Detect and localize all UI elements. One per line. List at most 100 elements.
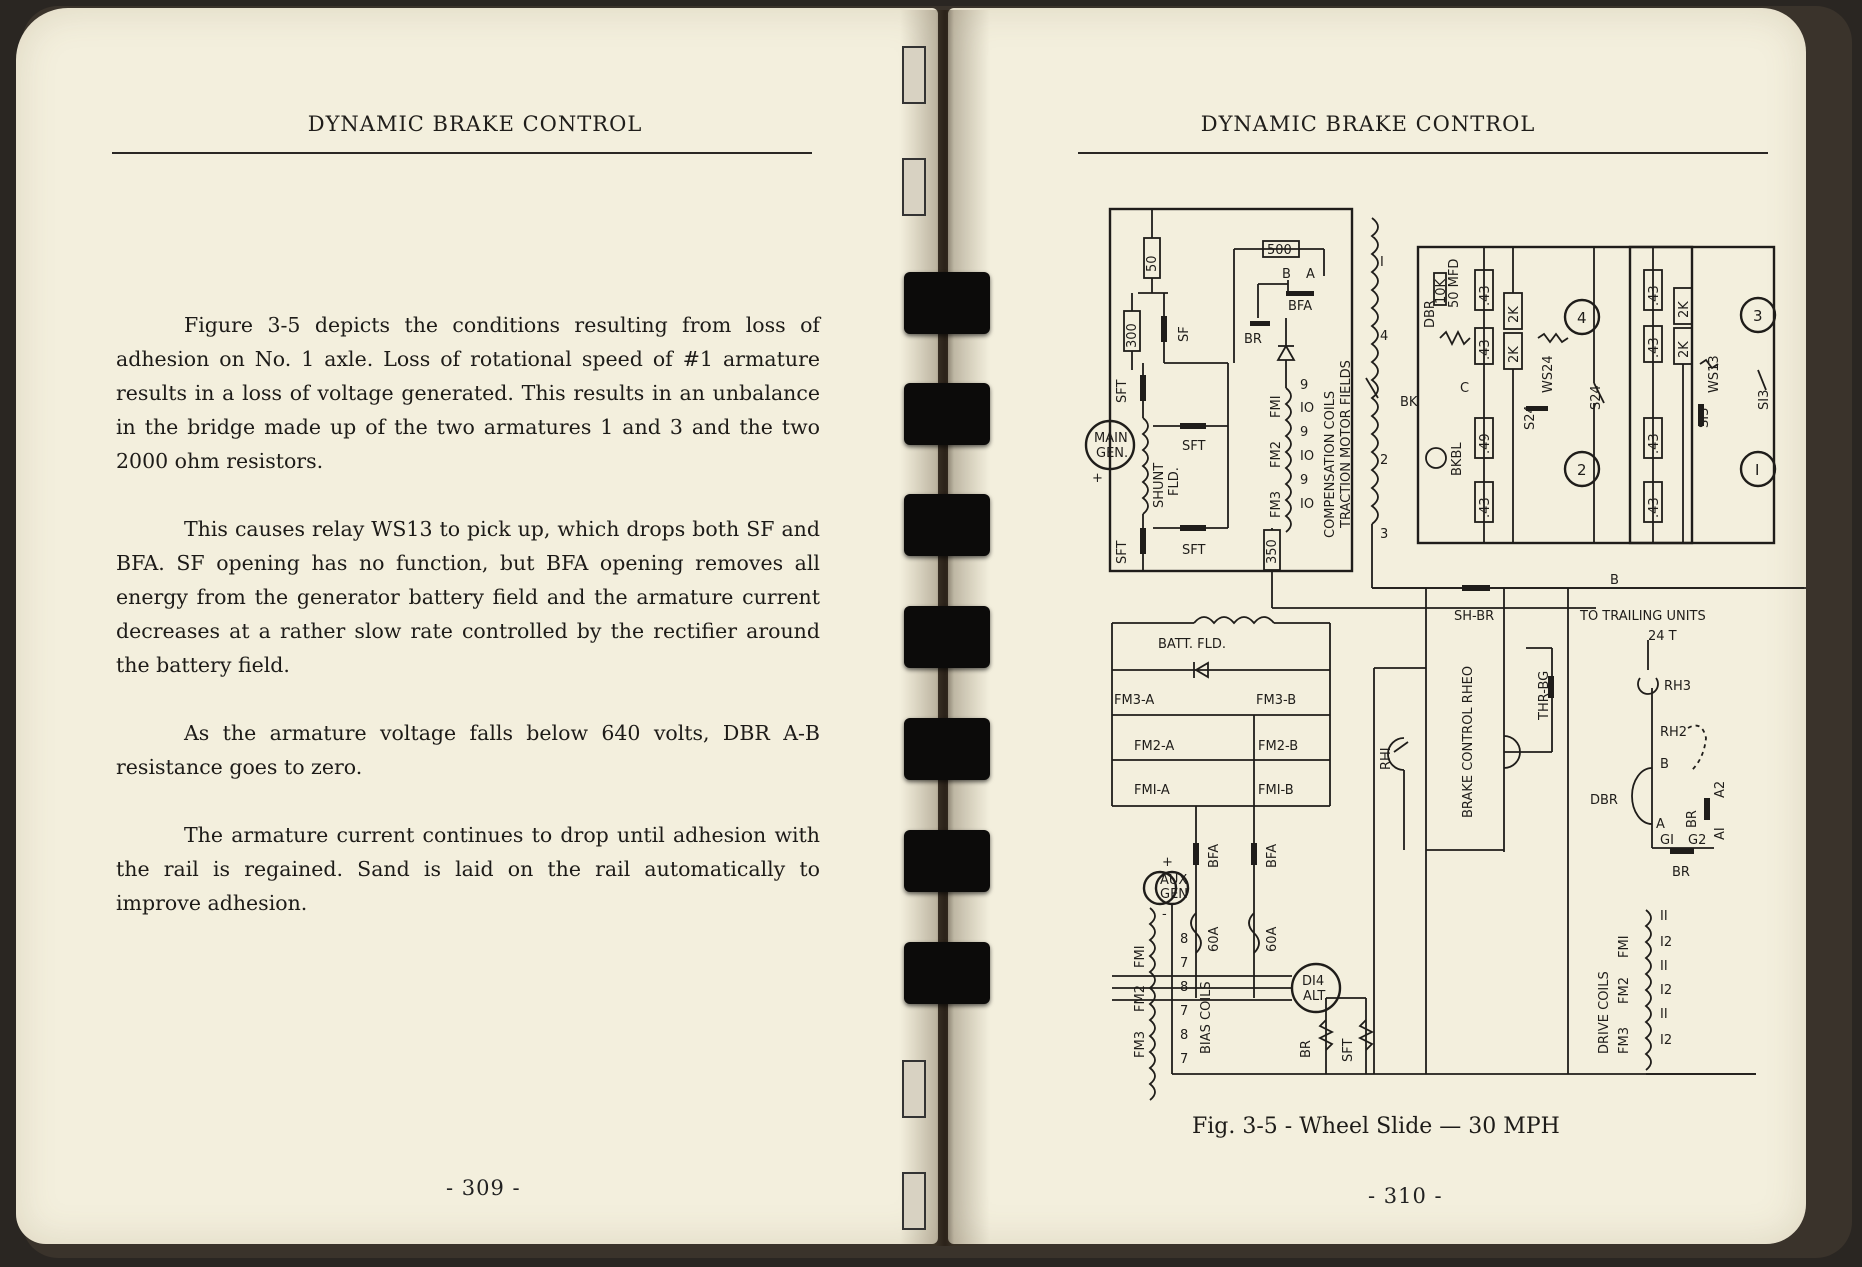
label-n11c: II <box>1660 1007 1668 1022</box>
armature-2 <box>1563 450 1601 488</box>
paragraph-3: As the armature voltage falls below 640 … <box>116 721 820 779</box>
spiral-binding-ring <box>904 942 990 1004</box>
label-c9b: 9 <box>1300 425 1308 440</box>
label-tm4: 4 <box>1380 329 1388 344</box>
spiral-binding-ring <box>904 383 990 445</box>
label-n12b: I2 <box>1660 983 1672 998</box>
label-s13b: SI3 <box>1757 390 1772 410</box>
label-fm2a: FM2-A <box>1134 739 1174 754</box>
label-60a-l: 60A <box>1207 926 1222 952</box>
label-sft-mid: SFT <box>1182 439 1206 454</box>
label-bkbl: BKBL <box>1450 442 1465 476</box>
label-c10b: IO <box>1300 449 1314 464</box>
spiral-binding-ring <box>904 718 990 780</box>
label-trailing: TO TRAILING UNITS <box>1579 609 1706 624</box>
drive-coils-coil <box>1644 909 1652 1071</box>
label-drive: DRIVE COILS <box>1597 971 1612 1054</box>
label-br-bot: BR <box>1672 865 1690 880</box>
label-n8b: 8 <box>1180 980 1188 995</box>
label-fm3b: FM3-B <box>1256 693 1296 708</box>
label-r43e: .43 <box>1647 337 1662 358</box>
label-n7a: 7 <box>1180 956 1188 971</box>
aux-generator <box>1142 870 1178 906</box>
label-ws13: WS13 <box>1707 355 1722 393</box>
label-sft-top: SFT <box>1115 379 1130 403</box>
br-contact <box>1704 798 1710 820</box>
label-fm1: FMI <box>1269 395 1284 418</box>
label-bus-b: B <box>1610 573 1619 588</box>
bias-drive-schematic: AUX GEN + - 8 7 8 7 8 7 FMI FM2 FM3 BIAS… <box>1133 855 1756 1101</box>
label-rh1: RHI <box>1379 747 1394 770</box>
label-bfa-top: BFA <box>1288 299 1312 314</box>
label-fm3-bias: FM3 <box>1133 1031 1148 1058</box>
label-2ka: 2K <box>1507 306 1522 323</box>
label-n7b: 7 <box>1180 1004 1188 1019</box>
label-fm1-bias: FMI <box>1133 945 1148 968</box>
dbr-control: RH3 RH2 B DBR A BR A2 AI GI G2 BR <box>1590 640 1728 880</box>
label-g1: GI <box>1660 833 1674 848</box>
label-fm1-drive: FMI <box>1617 935 1632 958</box>
label-fm2-drive: FM2 <box>1617 977 1632 1004</box>
sft-resistor <box>1357 1019 1375 1051</box>
label-a3: A <box>1656 817 1665 832</box>
label-b: B <box>1282 267 1291 282</box>
label-24t: 24 T <box>1648 629 1677 644</box>
label-rh3: RH3 <box>1664 679 1691 694</box>
brake-control-rheostat: RHI BRAKE CONTROL RHEO THR-BG <box>1373 588 1569 1074</box>
label-tm2: 2 <box>1380 453 1388 468</box>
label-fm2-bias: FM2 <box>1133 985 1148 1012</box>
label-n12c: I2 <box>1660 1033 1672 1048</box>
label-thr-bg: THR-BG <box>1537 671 1552 721</box>
label-r43b: .43 <box>1478 339 1493 360</box>
binding-ring-light <box>902 1060 926 1118</box>
dbr-rheostat <box>1631 767 1653 825</box>
label-plus: + <box>1092 471 1103 486</box>
sf-contact <box>1161 316 1167 342</box>
binding-ring-light <box>902 46 926 104</box>
label-sh-br: SH-BR <box>1454 609 1494 624</box>
ws13-coil <box>1699 358 1719 370</box>
label-aux: AUX <box>1160 873 1187 888</box>
binding-ring-light <box>902 158 926 216</box>
armature-1 <box>1739 450 1777 488</box>
page-number-left: - 309 - <box>446 1176 521 1200</box>
label-n8c: 8 <box>1180 1028 1188 1043</box>
label-arm2: 2 <box>1577 461 1587 479</box>
label-c9a: 9 <box>1300 378 1308 393</box>
label-60a-r: 60A <box>1265 926 1280 952</box>
label-n7c: 7 <box>1180 1052 1188 1067</box>
label-plus2: + <box>1162 855 1173 870</box>
label-gen: GEN. <box>1096 446 1128 461</box>
spiral-binding-ring <box>904 272 990 334</box>
label-r50: 50 <box>1145 255 1160 272</box>
d14-alternator <box>1290 962 1342 1014</box>
dbr-resistor <box>1439 329 1471 347</box>
label-tm3: 3 <box>1380 527 1388 542</box>
label-r49: .49 <box>1478 433 1493 454</box>
label-br-bot2: BR <box>1299 1040 1314 1058</box>
label-comp-coils: COMPENSATION COILS <box>1323 391 1338 538</box>
running-head-left: DYNAMIC BRAKE CONTROL <box>307 112 643 136</box>
bridge-armatures-2-4: DBR 10K 50 MFD C BKBL .43 .43 .49 .43 2K… <box>1416 245 1694 545</box>
label-10k: 10K <box>1434 278 1449 304</box>
label-brake-rheo: BRAKE CONTROL RHEO <box>1461 666 1476 818</box>
header-rule-right <box>1078 152 1768 154</box>
label-r43c: .43 <box>1478 497 1493 518</box>
label-d14: DI4 <box>1302 974 1324 989</box>
label-r43f: .43 <box>1647 433 1662 454</box>
paragraph-2: This causes relay WS13 to pick up, which… <box>116 517 820 677</box>
label-fm2b: FM2-B <box>1258 739 1298 754</box>
label-alt: ALT. <box>1303 989 1328 1004</box>
label-r500: 500 <box>1267 243 1292 258</box>
label-fm3: FM3 <box>1269 491 1284 518</box>
fuse-60a-left <box>1190 912 1202 954</box>
aux-gen-coils <box>1142 870 1178 906</box>
label-g2: G2 <box>1688 833 1706 848</box>
label-sft-bot2: SFT <box>1341 1038 1356 1062</box>
left-page: DYNAMIC BRAKE CONTROL Figure 3-5 depicts… <box>16 8 938 1244</box>
label-fm3a: FM3-A <box>1114 693 1154 708</box>
label-bias: BIAS COILS <box>1199 981 1214 1054</box>
label-2kb: 2K <box>1507 346 1522 363</box>
right-page: DYNAMIC BRAKE CONTROL 50 300 SF SFT <box>948 8 1806 1244</box>
bias-coils <box>1148 907 1156 1101</box>
